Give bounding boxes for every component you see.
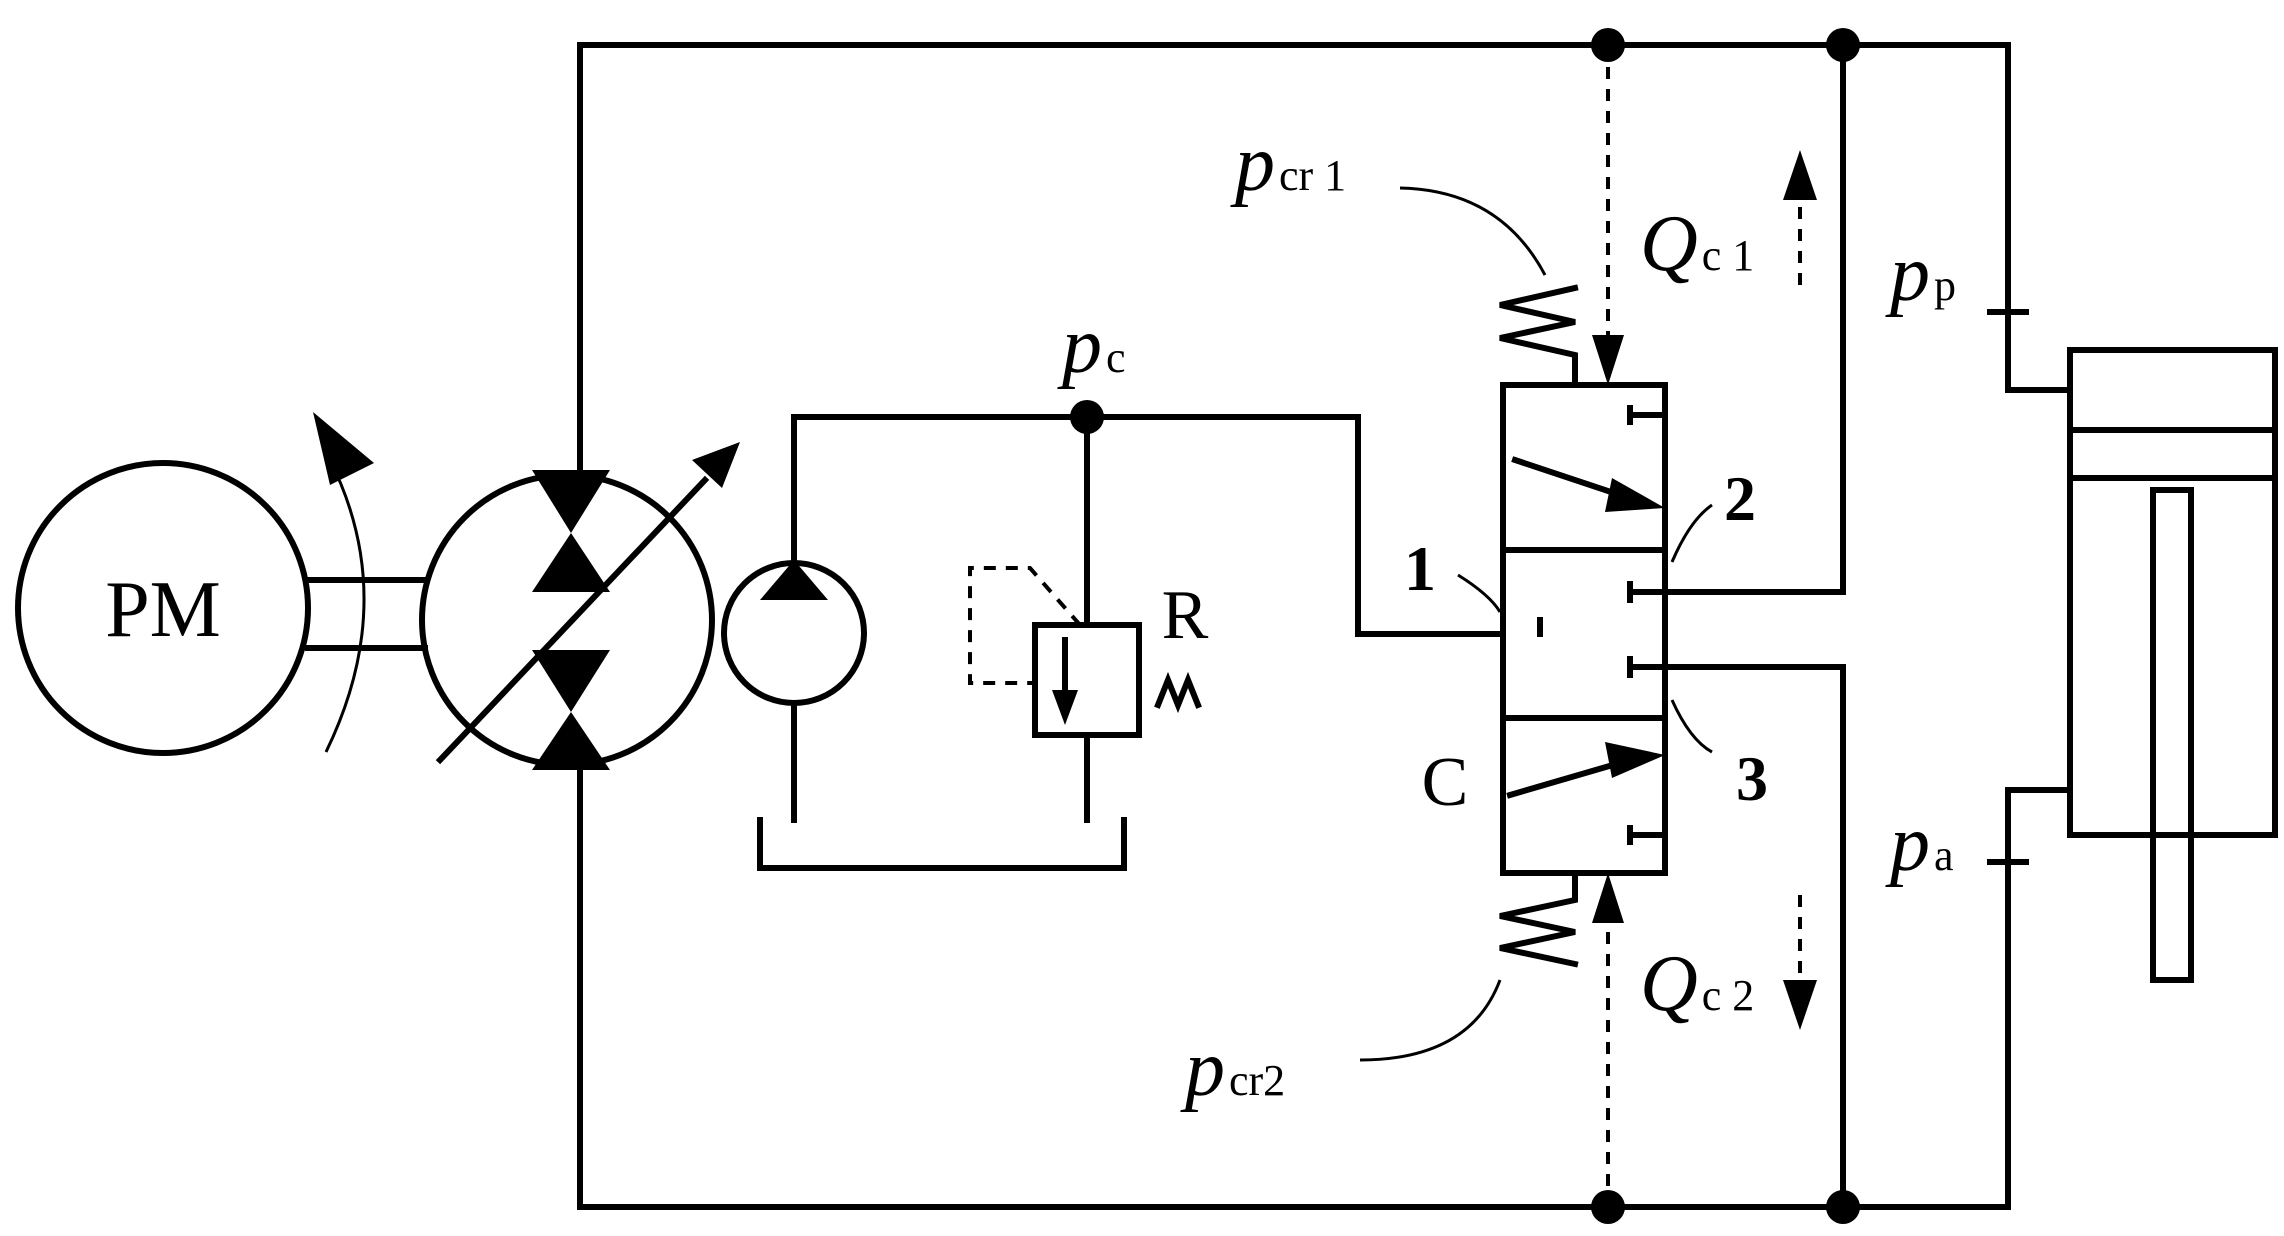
prime-mover: PM (15, 460, 311, 756)
relief-valve-label: R (1162, 577, 1209, 654)
control-valve-label: C (1422, 744, 1469, 821)
junction-pc (1070, 400, 1104, 434)
port-leaders (1359, 186, 1713, 1062)
charge-pump (721, 560, 867, 706)
junction-lower-b (1826, 1190, 1860, 1224)
control-valve: C (1422, 284, 1668, 968)
hydraulic-cylinder (2067, 347, 2278, 983)
charge-line (757, 400, 1506, 871)
prime-mover-label: PM (105, 566, 221, 654)
flow-arrow-qc2 (1783, 895, 1817, 1030)
main-loop-lines (577, 28, 2073, 1224)
pp-label: pp (1885, 230, 1956, 318)
port-2-label: 2 (1724, 463, 1756, 534)
pa-label: pa (1885, 800, 1954, 888)
junction-upper-b (1826, 28, 1860, 62)
port-1-label: 1 (1404, 533, 1436, 604)
relief-valve: R (968, 566, 1209, 738)
pilot-lines (1592, 45, 1624, 1207)
pcr2-label: pcr2 (1180, 1025, 1285, 1113)
rotation-arrow (313, 412, 374, 753)
qc2-label: Qc 2 (1640, 940, 1754, 1028)
port-3-label: 3 (1736, 743, 1768, 814)
drive-shaft (305, 577, 428, 651)
qc1-label: Qc 1 (1640, 200, 1754, 288)
pcr1-label: pcr 1 (1230, 120, 1346, 208)
pc-label: pc (1057, 302, 1126, 390)
variable-displacement-pump (419, 442, 740, 770)
flow-arrow-qc1 (1783, 150, 1817, 285)
